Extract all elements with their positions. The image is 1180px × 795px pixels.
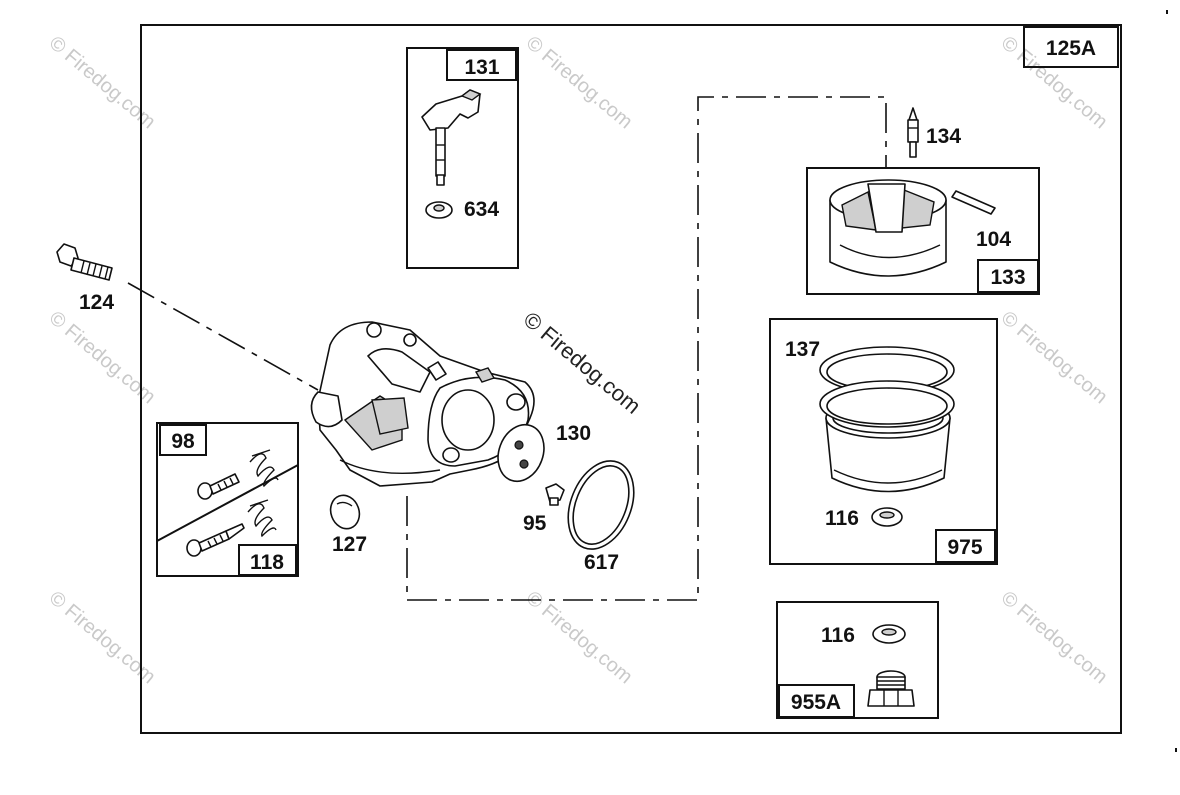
watermark-text: © Firedog.com bbox=[45, 587, 160, 688]
watermark-text: © Firedog.com bbox=[997, 587, 1112, 688]
label-127: 127 bbox=[332, 533, 367, 556]
kit-box-975: 975 137 116 bbox=[769, 318, 998, 565]
label-118: 118 bbox=[250, 551, 284, 574]
watermark-text: © Firedog.com bbox=[522, 32, 637, 133]
gasket-130-part bbox=[497, 423, 545, 483]
label-95: 95 bbox=[523, 512, 547, 535]
label-98: 98 bbox=[171, 430, 195, 453]
label-130: 130 bbox=[556, 422, 591, 445]
spring-98-part bbox=[249, 449, 279, 488]
bowl-nut-955a-part bbox=[867, 670, 915, 707]
label-104: 104 bbox=[976, 228, 1011, 251]
watermark-text: © Firedog.com bbox=[45, 307, 160, 408]
kit-box-131: 131 634 bbox=[406, 47, 519, 269]
spring-118-part bbox=[247, 499, 277, 538]
o-ring-617-part bbox=[567, 460, 635, 550]
label-131: 131 bbox=[464, 56, 499, 79]
watermark-text: © Firedog.com bbox=[45, 32, 160, 133]
leader-line-bowl bbox=[406, 96, 887, 601]
bolt-124-part bbox=[56, 243, 113, 281]
main-frame bbox=[140, 24, 1122, 734]
label-116-upper: 116 bbox=[825, 507, 859, 530]
label-617: 617 bbox=[584, 551, 619, 574]
label-134: 134 bbox=[926, 125, 961, 148]
idle-screw-98-part bbox=[197, 473, 240, 500]
label-634: 634 bbox=[464, 198, 499, 221]
label-975: 975 bbox=[947, 536, 982, 559]
washer-634-part bbox=[425, 201, 453, 219]
label-124: 124 bbox=[79, 291, 114, 314]
label-955a: 955A bbox=[791, 691, 841, 714]
kit-box-133: 133 104 bbox=[806, 167, 1040, 295]
bowl-gasket-137-part bbox=[819, 346, 955, 428]
washer-116-lower-part bbox=[872, 624, 906, 644]
needle-screw-118-part bbox=[186, 523, 245, 557]
assembly-ref-label: 125A bbox=[1046, 37, 1096, 60]
center-watermark: © Firedog.com bbox=[519, 307, 646, 419]
screw-95-part bbox=[545, 483, 565, 506]
assembly-ref-box: 125A bbox=[1023, 26, 1119, 68]
label-133: 133 bbox=[990, 266, 1025, 289]
leader-line-124 bbox=[127, 282, 319, 391]
float-part bbox=[829, 179, 947, 277]
welch-plug-127-part bbox=[329, 494, 361, 530]
scan-speck bbox=[1166, 10, 1168, 14]
washer-116-part bbox=[871, 507, 903, 527]
inlet-needle-134-part bbox=[907, 107, 919, 158]
watermark-text: © Firedog.com bbox=[997, 307, 1112, 408]
throttle-shaft-part bbox=[421, 89, 482, 186]
scan-speck bbox=[1175, 748, 1177, 752]
kit-box-98-118: 98 118 bbox=[156, 422, 299, 577]
float-pin-104-part bbox=[951, 190, 996, 215]
kit-box-955a: 955A 116 bbox=[776, 601, 939, 719]
watermark-text: © Firedog.com bbox=[522, 587, 637, 688]
label-137: 137 bbox=[785, 338, 820, 361]
label-116-lower: 116 bbox=[821, 624, 855, 647]
